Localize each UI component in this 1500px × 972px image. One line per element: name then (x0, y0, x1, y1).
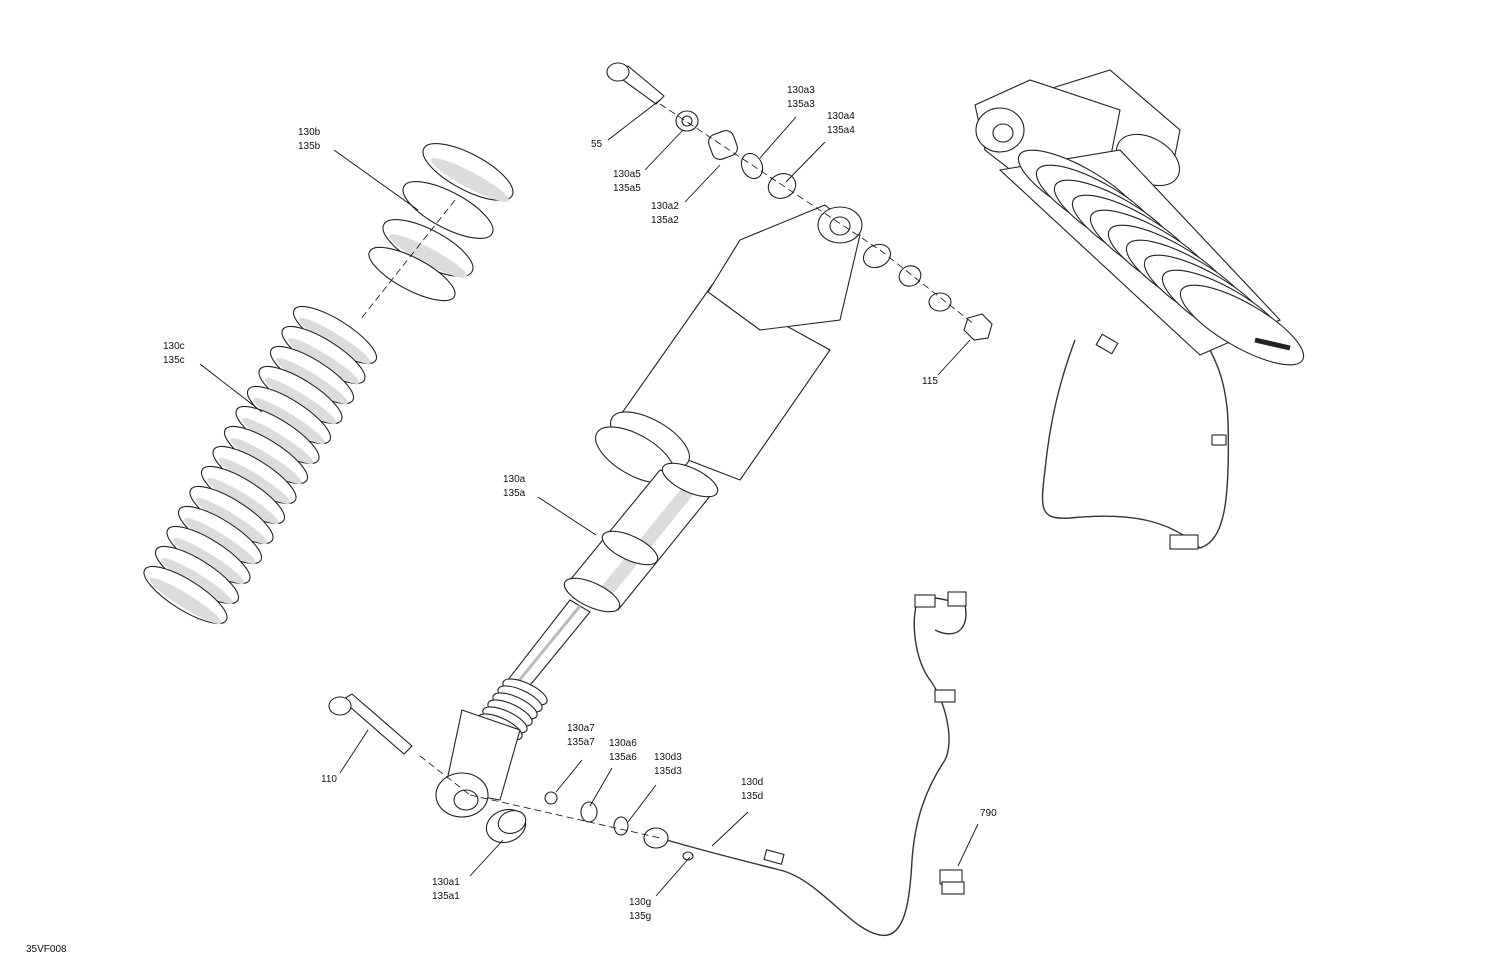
callout-115: 115 (922, 375, 938, 389)
spring-coil-shade (161, 557, 233, 605)
callout-line: 135b (298, 141, 321, 152)
callout-130a1: 130a1 135a1 (432, 876, 460, 904)
callout-line: 135g (629, 911, 652, 922)
callout-130d3: 130d3 135d3 (654, 751, 682, 779)
callout-130a4: 130a4 135a4 (827, 110, 855, 138)
callout-line: 130a5 (613, 169, 641, 180)
callout-line: 130c (163, 341, 185, 352)
callout-line: 790 (980, 808, 997, 819)
spring-coil-shade (207, 477, 279, 525)
callout-line: 115 (922, 376, 938, 387)
callout-line: 110 (321, 774, 337, 785)
shock-absorber (435, 204, 863, 818)
main-spring (143, 306, 378, 625)
callout-line: 135a7 (567, 737, 595, 748)
callout-130c: 130c 135c (163, 340, 185, 368)
lower-hardware-stack (485, 791, 629, 844)
callout-130a: 130a 135a (503, 473, 525, 501)
callout-line: 130a3 (787, 85, 815, 96)
spring-coil-shade (264, 377, 337, 425)
spring-coil-shade (195, 497, 268, 545)
bottom-bolt-110 (328, 693, 413, 755)
callout-line: 130a2 (651, 201, 679, 212)
callout-line: 135a1 (432, 891, 460, 902)
callout-130g: 130g 135g (629, 896, 651, 924)
callout-790: 790 (980, 807, 997, 821)
upper-spring (368, 143, 514, 302)
callout-line: 130b (298, 127, 321, 138)
callout-line: 135a4 (827, 125, 855, 136)
callout-130a5: 130a5 135a5 (613, 168, 641, 196)
spring-coil-shade (241, 417, 314, 465)
spring-coil-shade (230, 437, 302, 485)
top-bolt-55 (606, 62, 665, 105)
callout-110: 110 (321, 773, 337, 787)
spring-coil-shade (299, 317, 371, 365)
callout-line: 130a1 (432, 877, 460, 888)
callout-130a7: 130a7 135a7 (567, 722, 595, 750)
spring-coil-shade (149, 577, 222, 625)
spring-coil-shade (253, 397, 325, 445)
callout-130a2: 130a2 135a2 (651, 200, 679, 228)
callout-line: 55 (591, 139, 603, 150)
callout-line: 130g (629, 897, 652, 908)
callout-line: 130d3 (654, 752, 682, 763)
spring-coil-shade (184, 517, 256, 565)
callout-line: 135d (741, 791, 764, 802)
callout-line: 135c (163, 355, 185, 366)
upper-hardware-stack (675, 110, 993, 341)
spring-coil-shade (172, 537, 245, 585)
callout-line: 135a5 (613, 183, 641, 194)
leader-lines (199, 99, 979, 897)
callout-line: 135a (503, 488, 526, 499)
spring-coil-shade (218, 457, 291, 505)
assembled-shock (974, 69, 1305, 366)
sensor-harness-bottom (643, 591, 967, 936)
callout-line: 135d3 (654, 766, 682, 777)
callout-130a6: 130a6 135a6 (609, 737, 637, 765)
reference-code: 35VF008 (26, 944, 67, 955)
callout-line: 130a6 (609, 738, 637, 749)
spring-coil-shade (276, 357, 348, 405)
callout-line: 135a2 (651, 215, 679, 226)
callout-line: 135a6 (609, 752, 637, 763)
callout-line: 130d (741, 777, 764, 788)
callout-line: 130a (503, 474, 526, 485)
assembly-axes (359, 103, 976, 839)
sensor-harness-right (1041, 333, 1230, 550)
callout-line: 130a4 (827, 111, 855, 122)
spring-coil-shade (287, 337, 360, 385)
callout-55: 55 (591, 138, 602, 152)
callout-130d: 130d 135d (741, 776, 763, 804)
callout-line: 135a3 (787, 99, 815, 110)
callout-130a3: 130a3 135a3 (787, 84, 815, 112)
callout-line: 130a7 (567, 723, 595, 734)
callout-130b: 130b 135b (298, 126, 320, 154)
